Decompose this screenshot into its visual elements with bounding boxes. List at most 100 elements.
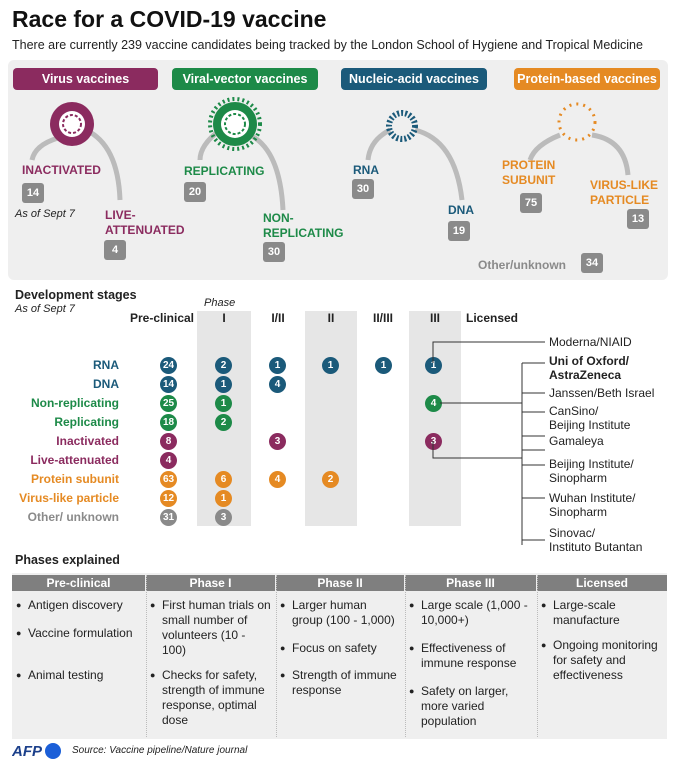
rna-count: 30 — [352, 179, 374, 199]
inactivated-label: INACTIVATED — [22, 163, 101, 177]
dev-wuhan-2: Sinopharm — [549, 505, 608, 519]
phase-bullet-item: Larger human group (100 - 1,000) — [280, 598, 400, 628]
phase-header: Phase II — [276, 575, 404, 591]
col-bg-phase3 — [409, 311, 461, 526]
stage-count-dot: 1 — [322, 357, 339, 374]
stage-column-header: II/III — [372, 311, 393, 325]
phase-bullet-item: Checks for safety, strength of immune re… — [150, 668, 271, 728]
dev-oxford-2: AstraZeneca — [549, 368, 622, 382]
dna-count: 19 — [448, 221, 470, 241]
phase-bullet-item: Antigen discovery — [16, 598, 141, 613]
dev-cansino-1: CanSino/ — [549, 404, 599, 418]
stage-count-dot: 2 — [215, 357, 232, 374]
dev-cansino-2: Beijing Institute — [549, 418, 631, 432]
stage-row-label: DNA — [93, 377, 119, 391]
stage-row-label: Virus-like particle — [19, 491, 119, 505]
phase-bullet-item: Focus on safety — [280, 641, 400, 656]
live-attenuated-label-1: LIVE- — [105, 208, 136, 222]
phase-bullet-item: First human trials on small number of vo… — [150, 598, 271, 658]
stage-count-dot: 3 — [269, 433, 286, 450]
phase-bullet-item: Animal testing — [16, 668, 141, 683]
dev-janssen: Janssen/Beth Israel — [549, 386, 655, 400]
stage-row-label: Non-replicating — [30, 396, 119, 410]
stage-count-dot: 2 — [322, 471, 339, 488]
stage-count-dot: 2 — [215, 414, 232, 431]
nucleic-acid-header: Nucleic-acid vaccines — [341, 68, 487, 90]
dev-moderna: Moderna/NIAID — [549, 335, 632, 349]
stage-count-dot: 31 — [160, 509, 177, 526]
phases-title: Phases explained — [15, 553, 120, 567]
phase-bullet-item: Vaccine formulation — [16, 626, 141, 641]
phase-bullet-item: Large-scale manufacture — [541, 598, 663, 628]
phase-header: Pre-clinical — [12, 575, 145, 591]
dev-stages-note: As of Sept 7 — [15, 303, 75, 315]
phase-divider — [405, 575, 406, 737]
protein-subunit-count: 75 — [520, 193, 542, 213]
phase-caption: Phase — [204, 297, 236, 309]
viral-vector-icon — [208, 97, 262, 151]
phase-bullet-item: Safety on larger, more varied population — [409, 684, 532, 729]
vlp-label-1: VIRUS-LIKE — [590, 178, 659, 192]
stage-count-dot: 1 — [215, 376, 232, 393]
dev-oxford-1: Uni of Oxford/ — [549, 354, 629, 368]
viral-vector-header: Viral-vector vaccines — [172, 68, 318, 90]
dev-stages-title: Development stages — [15, 288, 137, 302]
stage-row-label: Replicating — [54, 415, 119, 429]
rna-label: RNA — [353, 163, 379, 177]
dna-label: DNA — [448, 203, 474, 217]
dev-sinovac-1: Sinovac/ — [549, 526, 596, 540]
stage-column-header: Pre-clinical — [129, 311, 195, 325]
dev-wuhan-1: Wuhan Institute/ — [549, 491, 636, 505]
stage-column-header: I/II — [271, 311, 285, 325]
live-attenuated-label-2: ATTENUATED — [105, 223, 185, 237]
protein-based-header: Protein-based vaccines — [514, 68, 660, 90]
stage-row-label: Live-attenuated — [30, 453, 119, 467]
stage-count-dot: 25 — [160, 395, 177, 412]
protein-subunit-label-2: SUBUNIT — [502, 173, 556, 187]
source-note: Source: Vaccine pipeline/Nature journal — [72, 745, 248, 756]
phase-bullet-item: Large scale (1,000 - 10,000+) — [409, 598, 532, 628]
phase-header: Phase I — [146, 575, 275, 591]
stage-row-label: RNA — [93, 358, 119, 372]
afp-logo-text: AFP — [12, 743, 43, 760]
replicating-count: 20 — [184, 182, 206, 202]
developer-connectors — [432, 341, 545, 545]
nucleic-acid-icon — [386, 110, 418, 142]
non-replicating-label-1: NON- — [263, 211, 294, 225]
phase-bullet-item: Strength of immune response — [280, 668, 400, 698]
stage-count-dot: 14 — [160, 376, 177, 393]
stage-count-dot: 1 — [425, 357, 442, 374]
stage-count-dot: 1 — [375, 357, 392, 374]
other-unknown-label: Other/unknown — [478, 258, 566, 272]
stage-row-label: Protein subunit — [31, 472, 119, 486]
stage-count-dot: 1 — [215, 490, 232, 507]
as-of-note: As of Sept 7 — [15, 208, 75, 220]
stage-column-header: II — [327, 311, 335, 325]
page-title: Race for a COVID-19 vaccine — [12, 6, 327, 32]
phase-header: Phase III — [405, 575, 536, 591]
vlp-label-2: PARTICLE — [590, 193, 650, 207]
phase-divider — [146, 575, 147, 737]
dev-gamaleya: Gamaleya — [549, 434, 604, 448]
stage-row-label: Inactivated — [56, 434, 119, 448]
protein-particle-icon — [557, 102, 597, 142]
phase-bullet-item: Effectiveness of immune response — [409, 641, 532, 671]
stage-count-dot: 4 — [269, 376, 286, 393]
stage-count-dot: 8 — [160, 433, 177, 450]
stage-column-header: Licensed — [465, 311, 519, 325]
stage-count-dot: 18 — [160, 414, 177, 431]
stage-count-dot: 1 — [215, 395, 232, 412]
phase-divider — [537, 575, 538, 737]
inactivated-count: 14 — [22, 183, 44, 203]
afp-logo: AFP — [12, 743, 61, 760]
live-attenuated-count: 4 — [104, 240, 126, 260]
virus-vaccines-header: Virus vaccines — [13, 68, 158, 90]
stage-count-dot: 4 — [425, 395, 442, 412]
stage-column-header: I — [222, 311, 226, 325]
other-unknown-count: 34 — [581, 253, 603, 273]
dev-beijing-2: Sinopharm — [549, 471, 608, 485]
dev-beijing-1: Beijing Institute/ — [549, 457, 634, 471]
vlp-count: 13 — [627, 209, 649, 229]
stage-count-dot: 63 — [160, 471, 177, 488]
page-subtitle: There are currently 239 vaccine candidat… — [12, 38, 643, 52]
